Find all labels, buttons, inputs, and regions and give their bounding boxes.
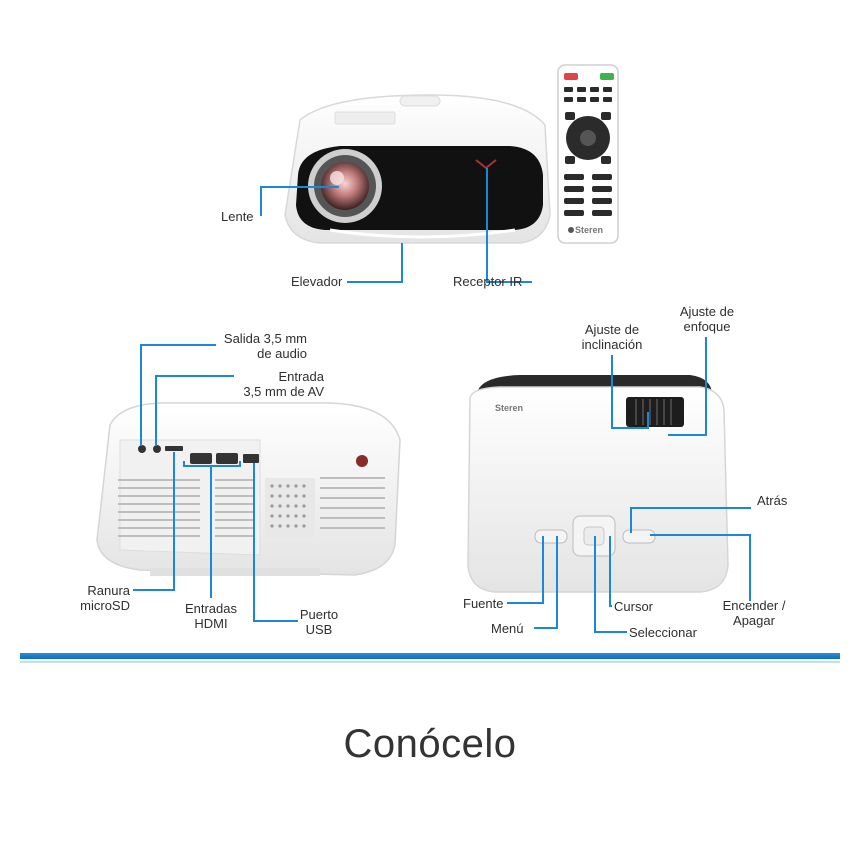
label-usb-line1: Puerto xyxy=(299,607,339,622)
projector-front xyxy=(284,94,551,244)
label-elevador: Elevador xyxy=(291,274,343,289)
label-encender-line1: Encender / xyxy=(722,598,786,613)
page-title: Conócelo xyxy=(343,722,517,766)
label-lente: Lente xyxy=(221,209,254,224)
label-hdmi-line1: Entradas xyxy=(184,601,238,616)
label-fuente: Fuente xyxy=(463,596,504,611)
label-hdmi-line2: HDMI xyxy=(194,616,228,631)
label-menu: Menú xyxy=(491,621,524,636)
label-encender-line2: Apagar xyxy=(733,613,775,628)
label-salida-audio: Salida 3,5 mm de audio xyxy=(215,331,307,361)
label-seleccionar: Seleccionar xyxy=(629,625,697,640)
label-receptor-ir: Receptor IR xyxy=(453,274,523,289)
label-entrada-av-line2: 3,5 mm de AV xyxy=(243,384,324,399)
label-entrada-av: Entrada 3,5 mm de AV xyxy=(237,369,324,399)
label-salida-audio-line2: de audio xyxy=(257,346,307,361)
label-cursor: Cursor xyxy=(614,599,654,614)
label-enfoque-line2: enfoque xyxy=(683,319,731,334)
brand-logo-projector: Steren xyxy=(495,403,524,413)
label-ranura-microsd: Ranura microSD xyxy=(78,583,130,613)
label-puerto-usb: Puerto USB xyxy=(294,607,344,637)
label-enfoque-line1: Ajuste de xyxy=(679,304,735,319)
label-encender-apagar: Encender / Apagar xyxy=(718,598,790,628)
label-inclinacion-line2: inclinación xyxy=(581,337,643,352)
label-entradas-hdmi: Entradas HDMI xyxy=(180,601,242,631)
divider-band xyxy=(20,653,840,659)
label-inclinacion-line1: Ajuste de xyxy=(584,322,640,337)
label-ajuste-enfoque: Ajuste de enfoque xyxy=(674,304,740,334)
label-salida-audio-line1: Salida 3,5 mm xyxy=(223,331,307,346)
label-atras: Atrás xyxy=(757,493,788,508)
label-entrada-av-line1: Entrada xyxy=(278,369,324,384)
remote-control xyxy=(557,64,619,244)
label-usb-line2: USB xyxy=(305,622,333,637)
callout-lines xyxy=(133,168,751,633)
divider-band-highlight xyxy=(20,661,840,663)
label-ranura-line1: Ranura xyxy=(87,583,130,598)
projector-top xyxy=(467,375,729,593)
label-ranura-line2: microSD xyxy=(80,598,130,613)
projector-side xyxy=(96,402,401,576)
brand-logo-remote: Steren xyxy=(575,225,604,235)
label-ajuste-inclinacion: Ajuste de inclinación xyxy=(578,322,646,352)
